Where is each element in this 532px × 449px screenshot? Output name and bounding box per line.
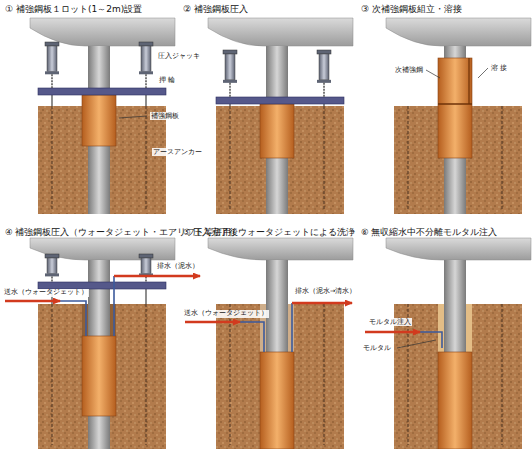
earth-anchor <box>52 106 53 210</box>
jack-chain <box>145 74 146 88</box>
step-title: ⑤ 圧入完了後ウォータジェットによる洗浄 <box>183 227 355 237</box>
part-label: 圧入ジャッキ <box>157 52 201 60</box>
push-ring <box>38 88 166 95</box>
anchor-rod <box>51 95 52 106</box>
jack-body <box>47 258 57 273</box>
jack-cap <box>223 50 237 54</box>
bridge-deck <box>30 238 175 260</box>
anchor-rod <box>145 289 146 304</box>
steel-plate <box>438 352 472 449</box>
flow-arrow <box>365 331 420 334</box>
step-title: ③ 次補強鋼板組立・溶接 <box>361 4 462 15</box>
jack-body <box>225 54 235 80</box>
jack-cap <box>139 254 153 258</box>
jack-body <box>47 46 57 71</box>
jack-chain <box>229 83 230 97</box>
flow-label: 送水（ウォータジェット） <box>183 310 269 318</box>
earth-anchor <box>324 304 325 445</box>
jack-base <box>45 71 59 74</box>
step-panel <box>208 238 353 449</box>
step-panel <box>30 238 175 449</box>
earth-anchor <box>52 304 53 445</box>
part-label: 押 輪 <box>158 76 176 84</box>
part-label: モルタル <box>362 344 392 352</box>
step-panel <box>386 238 531 449</box>
water-pipe <box>60 301 86 336</box>
flow-label: モルタル注入 <box>368 318 412 326</box>
annulus-fill <box>438 304 444 352</box>
bridge-deck <box>30 18 175 46</box>
water-pipe <box>420 332 442 348</box>
flow-arrow <box>114 275 200 278</box>
step-title: ① 補強鋼板１ロット(1～2m)設置 <box>5 4 142 15</box>
jack-cap <box>139 42 153 46</box>
part-label: 溶 接 <box>490 64 508 72</box>
jack-base <box>223 80 237 83</box>
step-panel <box>386 18 531 214</box>
jack-chain <box>51 74 52 88</box>
leader-line <box>397 340 436 348</box>
weld-seam <box>468 58 469 104</box>
annulus-fill <box>110 304 116 336</box>
annulus-fill <box>466 304 472 352</box>
push-ring <box>216 97 344 104</box>
jack-chain <box>51 276 52 282</box>
anchor-rod <box>229 104 230 106</box>
annulus-fill <box>288 304 294 352</box>
leader-line <box>478 68 488 78</box>
earth-anchor <box>230 304 231 445</box>
earth-anchor <box>230 106 231 210</box>
earth-anchor <box>324 106 325 210</box>
bridge-deck <box>386 18 531 46</box>
flow-arrow <box>185 321 240 324</box>
anchor-rod <box>323 104 324 106</box>
part-label: アースアンカー <box>152 148 203 156</box>
water-pipe <box>113 276 115 336</box>
flow-label: 排水（泥水→清水） <box>294 288 357 296</box>
jack-base <box>139 71 153 74</box>
jack-base <box>317 80 331 83</box>
step-title: ⑥ 無収縮水中不分離モルタル注入 <box>361 227 497 237</box>
steel-plate <box>82 336 116 416</box>
jack-cap <box>45 254 59 258</box>
flow-arrow <box>5 300 60 303</box>
leader-line <box>119 116 147 118</box>
earth-anchor <box>502 304 503 445</box>
flow-arrow <box>292 302 352 305</box>
flow-label: 送水（ウォータジェット） <box>3 289 89 297</box>
earth-anchor <box>502 106 503 210</box>
jack-body <box>141 258 151 273</box>
bridge-deck <box>208 238 353 260</box>
steel-plate <box>82 95 116 146</box>
flow-label: 排水（泥水） <box>156 262 200 270</box>
push-ring <box>38 282 166 289</box>
anchor-rod <box>145 95 146 106</box>
jack-body <box>141 46 151 71</box>
steel-plate <box>260 104 294 158</box>
step-title: ② 補強鋼板圧入 <box>183 4 248 15</box>
jack-cap <box>317 50 331 54</box>
jack-chain <box>323 83 324 97</box>
jack-body <box>319 54 329 80</box>
part-label: 次補強鋼 <box>394 66 424 74</box>
jack-base <box>45 273 59 276</box>
steel-plate <box>438 58 472 158</box>
bridge-deck <box>386 238 531 260</box>
step-panel <box>208 18 353 214</box>
bridge-deck <box>208 18 353 46</box>
part-label: 補強鋼板 <box>150 112 180 120</box>
water-pipe <box>291 303 293 352</box>
water-pipe <box>240 322 264 352</box>
steel-plate <box>260 352 294 449</box>
earth-anchor <box>146 106 147 210</box>
jack-cap <box>45 42 59 46</box>
weld-seam <box>438 103 472 105</box>
earth-anchor <box>408 106 409 210</box>
leader-line <box>426 70 440 78</box>
earth-anchor <box>146 304 147 445</box>
annulus-fill <box>82 304 88 336</box>
